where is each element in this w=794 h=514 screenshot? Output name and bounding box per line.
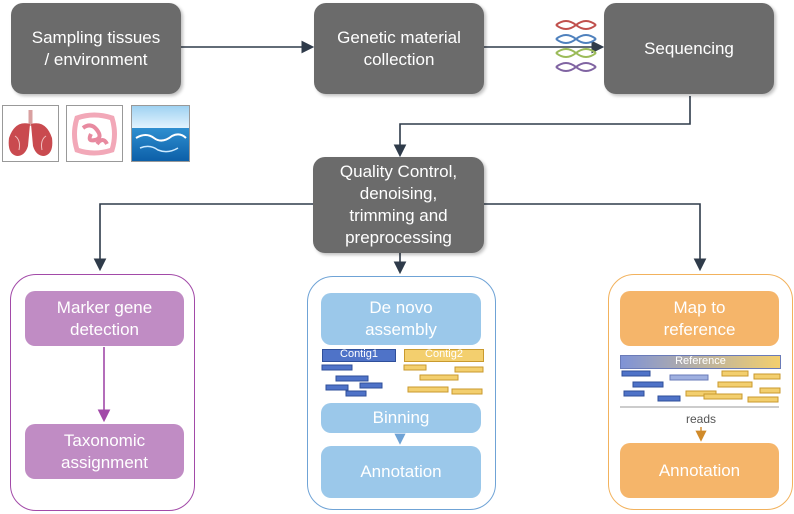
reference-label: Reference [675, 355, 726, 367]
map-to-reference-label: Map to reference [663, 297, 736, 339]
marker-gene-detection-box: Marker gene detection [25, 291, 184, 346]
taxonomic-assignment-box: Taxonomic assignment [25, 424, 184, 479]
lungs-icon [2, 105, 59, 162]
arrow-qc-right [484, 203, 707, 272]
sampling-step-box: Sampling tissues / environment [11, 3, 181, 94]
middle-annotation-label: Annotation [360, 462, 442, 481]
genetic-material-step-box: Genetic material collection [314, 3, 484, 94]
marker-gene-detection-label: Marker gene detection [56, 297, 153, 339]
binning-box: Binning [321, 403, 481, 433]
quality-control-step-label: Quality Control, denoising, trimming and… [339, 162, 458, 247]
dna-icon [555, 20, 597, 72]
contig1-bar [322, 349, 396, 362]
contig2-label: Contig2 [425, 348, 463, 360]
reference-bar [620, 355, 781, 369]
right-annotation-box: Annotation [620, 443, 779, 498]
de-novo-assembly-label: De novo assembly [365, 298, 437, 339]
ocean-icon [131, 105, 190, 162]
taxonomic-assignment-label: Taxonomic assignment [61, 430, 148, 472]
contig1-label: Contig1 [340, 348, 378, 360]
quality-control-step-box: Quality Control, denoising, trimming and… [313, 157, 484, 253]
middle-annotation-box: Annotation [321, 446, 481, 498]
binning-label: Binning [372, 408, 430, 427]
reads-label: reads [685, 412, 717, 426]
sequencing-step-label: Sequencing [644, 38, 734, 58]
intestine-icon [66, 105, 123, 162]
arrow-qc-left [93, 203, 313, 272]
de-novo-assembly-box: De novo assembly [321, 293, 481, 345]
arrow-sequencing-qc [393, 96, 691, 158]
right-annotation-label: Annotation [658, 460, 741, 480]
map-to-reference-box: Map to reference [620, 291, 779, 346]
contig2-bar [404, 349, 484, 362]
sampling-step-label: Sampling tissues / environment [31, 27, 161, 69]
genetic-material-step-label: Genetic material collection [337, 27, 461, 69]
sequencing-step-box: Sequencing [604, 3, 774, 94]
